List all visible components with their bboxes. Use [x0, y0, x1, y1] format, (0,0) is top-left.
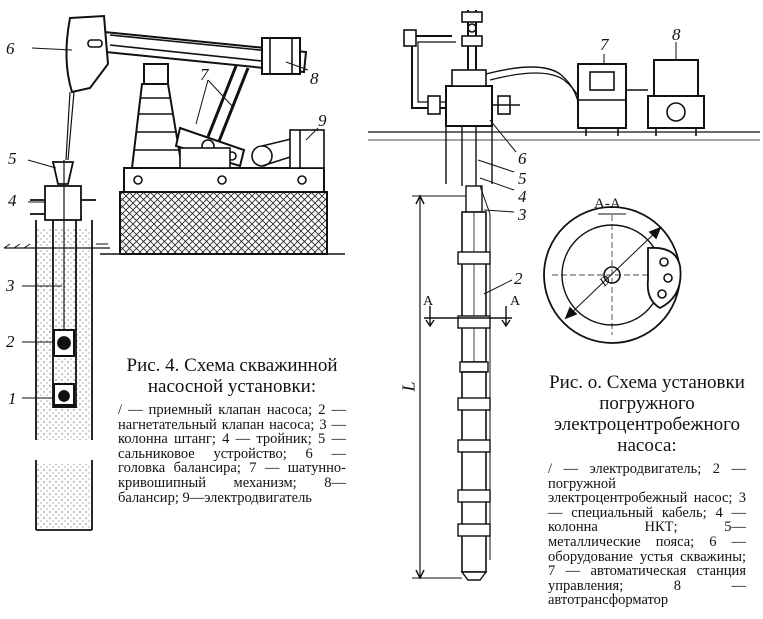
callout-3-cable: 3: [518, 205, 527, 224]
horse-head: [65, 14, 110, 94]
esp-surface-equipment: [368, 10, 760, 141]
esp-downhole-string: [412, 126, 512, 581]
figure5-legend: / — электродвигатель; 2 — погружной элек…: [548, 461, 746, 609]
callout-7-station: 7: [600, 35, 609, 54]
callout-6-wellhead: 6: [518, 149, 527, 168]
callout-8-transformer: 8: [672, 25, 681, 44]
section-title: А-А: [594, 196, 621, 212]
cut-letter-left: А: [423, 294, 434, 309]
length-label: L: [398, 381, 419, 392]
polished-rod: [65, 91, 71, 161]
callout-2: 2: [6, 332, 15, 351]
callout-2-pump: 2: [514, 269, 523, 288]
well-bore: [3, 160, 110, 531]
beam-end-bearing: [261, 37, 301, 75]
callout-8: 8: [310, 69, 319, 88]
figure5-title: Рис. о. Схема установки погружного элект…: [549, 372, 745, 456]
figure4-caption: Рис. 4. Схема скважинной насосной устано…: [118, 355, 346, 505]
fig4-leaders: [22, 47, 319, 399]
foundation-block: [119, 191, 328, 255]
callout-1: 1: [8, 389, 17, 408]
electric-motor: [289, 129, 325, 169]
callout-5: 5: [8, 149, 17, 168]
figure4-legend: / — приемный клапан насоса; 2 — нагнетат…: [118, 402, 346, 506]
cut-letter-right: А: [510, 294, 521, 309]
autotransformer: [653, 59, 699, 97]
callout-4: 4: [8, 191, 17, 210]
section-a-a: [543, 206, 682, 344]
fig5-leaders: [477, 42, 677, 295]
callout-9: 9: [318, 111, 327, 130]
callout-3: 3: [6, 276, 15, 295]
figure4-title: Рис. 4. Схема скважинной насосной устано…: [126, 355, 338, 397]
callout-5-belts: 5: [518, 169, 527, 188]
pumpjack-unit: [65, 14, 345, 255]
callout-4-tubing: 4: [518, 187, 527, 206]
callout-7: 7: [200, 65, 209, 84]
callout-6: 6: [6, 39, 15, 58]
wellhead: [445, 85, 493, 127]
figure5-caption: Рис. о. Схема установки погружного элект…: [548, 372, 746, 608]
tee: [44, 185, 82, 221]
samson-post: [130, 83, 184, 169]
control-station: [577, 63, 627, 129]
